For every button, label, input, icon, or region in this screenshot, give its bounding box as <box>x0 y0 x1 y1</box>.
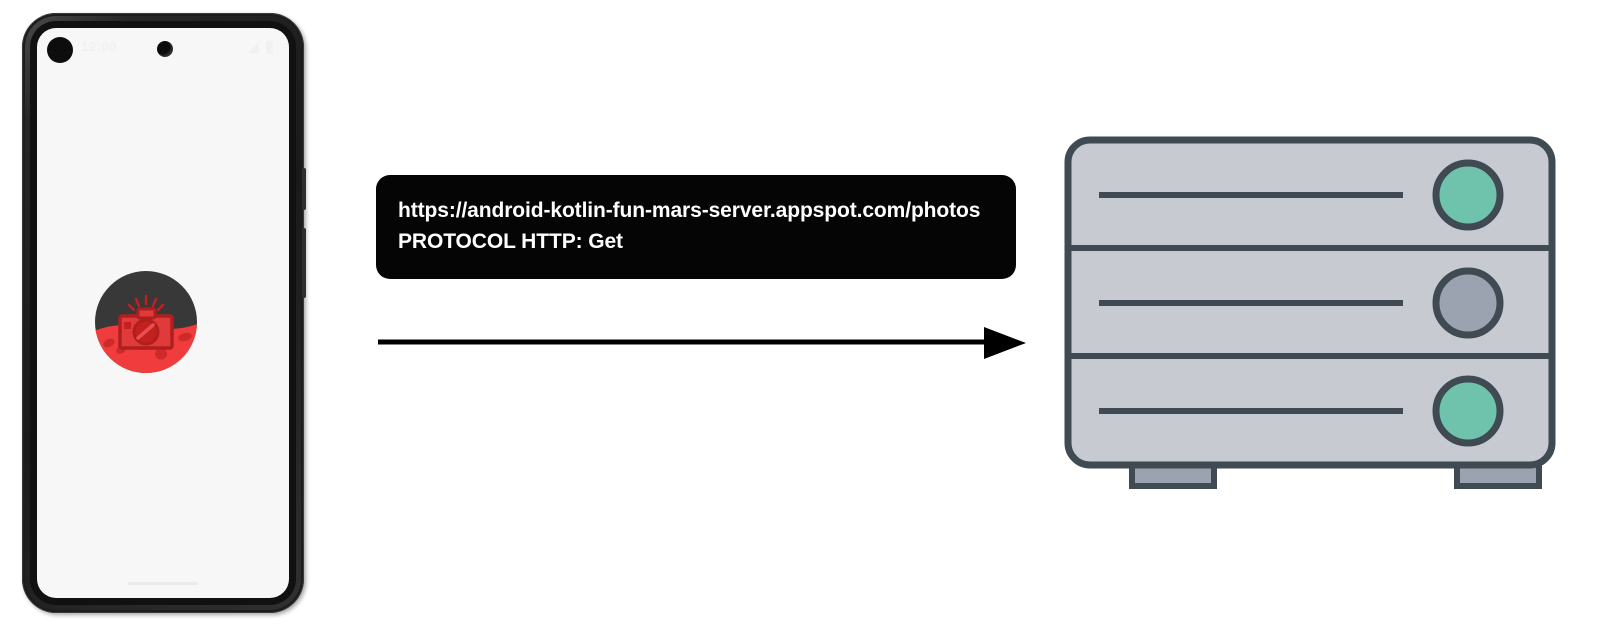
battery-icon <box>266 41 273 54</box>
power-button[interactable] <box>302 168 306 210</box>
request-label: https://android-kotlin-fun-mars-server.a… <box>376 175 1016 279</box>
notification-dot-icon <box>47 37 73 63</box>
status-bar-time: 12:00 <box>81 39 117 54</box>
front-camera-punch-hole-icon <box>157 41 173 57</box>
home-indicator <box>128 582 198 585</box>
mars-photos-app-icon[interactable] <box>95 271 197 373</box>
android-phone: 12:00 <box>22 13 306 613</box>
volume-button[interactable] <box>302 228 306 298</box>
web-server <box>1060 128 1560 500</box>
status-led-2 <box>1432 267 1504 339</box>
request-protocol-text: PROTOCOL HTTP: Get <box>398 230 623 253</box>
signal-icon <box>248 42 259 53</box>
web-server-svg <box>1064 136 1556 489</box>
status-led-1 <box>1432 159 1504 231</box>
status-bar: 12:00 <box>37 28 289 72</box>
status-led-3 <box>1432 375 1504 447</box>
mars-photos-app-icon-svg <box>95 271 197 373</box>
request-arrow-svg <box>378 327 1026 359</box>
request-arrow <box>378 320 1028 364</box>
phone-screen[interactable]: 12:00 <box>37 28 289 598</box>
request-url-text: https://android-kotlin-fun-mars-server.a… <box>398 199 981 222</box>
